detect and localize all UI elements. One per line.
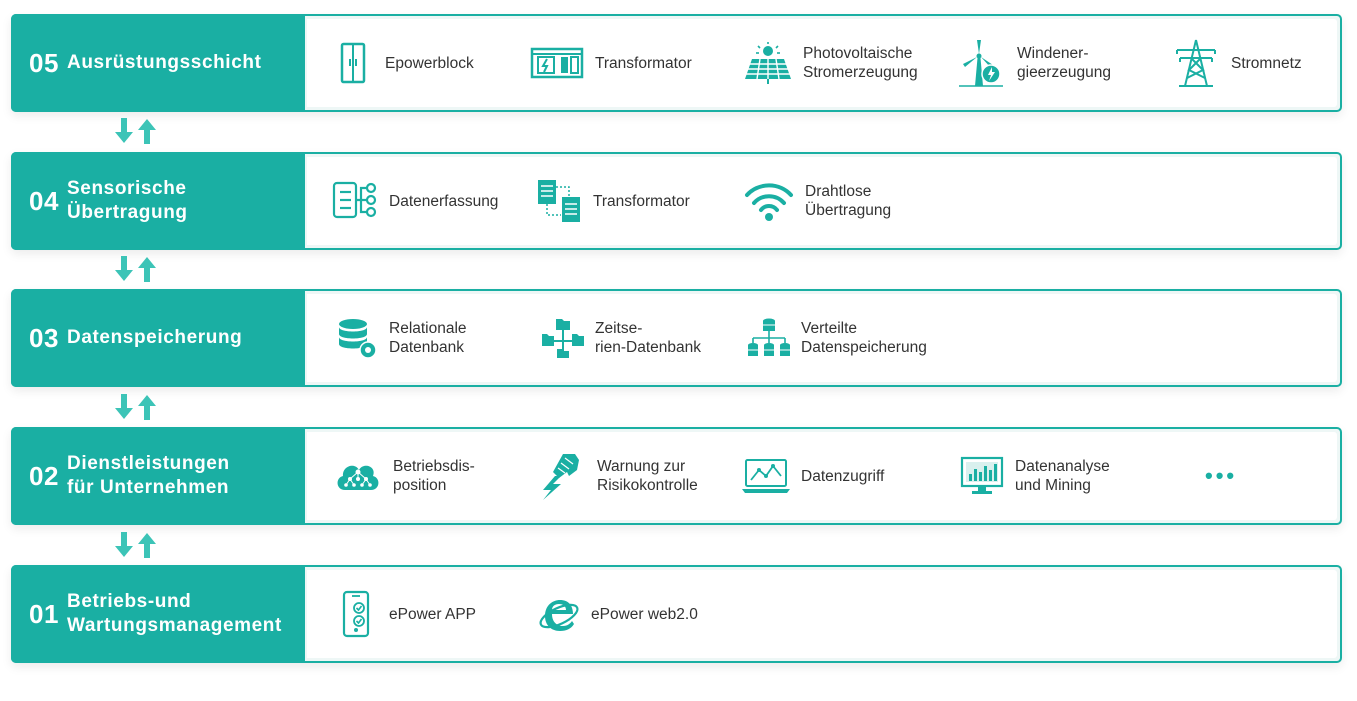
item-label: Datenzugriff (801, 467, 885, 485)
layer-items: Epowerblock Transformator (307, 19, 1337, 107)
item-timeseries-db: Zeitse- rien-Datenbank (541, 294, 701, 382)
item-label: ePower web2.0 (591, 605, 698, 623)
item-doc-transfer: Transformator (535, 157, 690, 245)
item-label: ePower APP (389, 605, 477, 623)
layer-connector-arrows (111, 530, 159, 560)
item-label: Photovoltaische Stromerzeugung (803, 45, 918, 81)
layer-number: 02 (29, 460, 59, 491)
layer-01: 01 Betriebs-und Wartungsmanagement ePowe… (11, 565, 1342, 663)
item-grid: Stromnetz (1171, 19, 1302, 107)
item-wireless: Drahtlose Übertragung (743, 157, 891, 245)
layer-items: Betriebsdis- position Warnung zur Risiko… (307, 432, 1337, 520)
item-label: Verteilte Datenspeicherung (801, 320, 927, 356)
item-label: Transformator (593, 192, 690, 210)
layer-connector-arrows (111, 116, 159, 146)
item-risk-warning: Warnung zur Risikokontrolle (537, 432, 698, 520)
layer-connector-arrows (111, 254, 159, 284)
layer-04: 04 Sensorische Übertragung Datenerfassun… (11, 152, 1342, 250)
item-data-access: Datenzugriff (741, 432, 884, 520)
item-operations-dispatch: Betriebsdis- position (333, 432, 475, 520)
item-data-mining: Datenanalyse und Mining (959, 432, 1110, 520)
solar-panel-icon (745, 42, 791, 84)
item-relational-db: Relationale Datenbank (335, 294, 467, 382)
transformer-box-icon (530, 47, 584, 79)
item-label: Warnung zur Risikokontrolle (597, 458, 698, 494)
layer-03: 03 Datenspeicherung Relationale Datenban… (11, 289, 1342, 387)
layer-number: 05 (29, 47, 59, 78)
item-data-collection: Datenerfassung (331, 157, 498, 245)
layer-header: 04 Sensorische Übertragung (11, 152, 305, 250)
item-label: Transformator (595, 54, 692, 72)
item-label: Epowerblock (385, 54, 474, 72)
monitor-chart-icon (960, 456, 1004, 494)
item-epower-app: ePower APP (335, 570, 476, 658)
item-label: Drahtlose Übertragung (805, 183, 892, 219)
lightning-fist-icon (543, 454, 579, 500)
power-tower-icon (1176, 39, 1216, 87)
layer-title: Sensorische Übertragung (67, 178, 188, 223)
wind-turbine-icon (959, 40, 1003, 87)
layer-header: 03 Datenspeicherung (11, 289, 305, 387)
item-label: Relationale Datenbank (389, 320, 467, 356)
mobile-app-icon (342, 590, 370, 638)
layer-title: Datenspeicherung (67, 327, 243, 348)
cabinet-icon (340, 42, 366, 84)
item-label: Windener- gieerzeugung (1017, 45, 1111, 81)
layer-number: 04 (29, 185, 59, 216)
item-label: Betriebsdis- position (393, 458, 475, 494)
item-label: Zeitse- rien-Datenbank (595, 320, 701, 356)
layer-connector-arrows (111, 392, 159, 422)
item-transformator: Transformator (529, 19, 692, 107)
item-epowerblock: Epowerblock (331, 19, 474, 107)
item-wind: Windener- gieerzeugung (957, 19, 1111, 107)
layer-number: 03 (29, 322, 59, 353)
data-collection-icon (332, 181, 377, 219)
database-gear-icon (339, 319, 377, 359)
layer-02: 02 Dienstleistungen für Unternehmen Betr… (11, 427, 1342, 525)
layer-items: Relationale Datenbank Zeitse- rien-Daten… (307, 294, 1337, 382)
item-photovoltaics: Photovoltaische Stromerzeugung (743, 19, 918, 107)
item-epower-web: ePower web2.0 (537, 570, 698, 658)
layer-number: 01 (29, 598, 59, 629)
browser-e-icon (539, 600, 579, 631)
layer-header: 05 Ausrüstungsschicht (11, 14, 305, 112)
layer-title: Betriebs-und Wartungsmanagement (67, 591, 282, 636)
wifi-icon (745, 183, 793, 221)
item-label: Stromnetz (1231, 54, 1302, 72)
more-ellipsis: ••• (1205, 463, 1238, 488)
layer-items: Datenerfassung Transformator Drahtlose Ü… (307, 157, 1337, 245)
layer-05: 05 Ausrüstungsschicht Epowerblock Transf… (11, 14, 1342, 112)
layer-items: ePower APP ePower web2.0 (307, 570, 1337, 658)
layer-title: Ausrüstungsschicht (67, 52, 262, 73)
distributed-database-icon (748, 318, 790, 356)
item-label: Datenerfassung (389, 192, 499, 210)
layer-header: 01 Betriebs-und Wartungsmanagement (11, 565, 305, 663)
item-label: Datenanalyse und Mining (1015, 458, 1110, 494)
laptop-chart-icon (742, 459, 790, 493)
document-transfer-icon (538, 180, 580, 222)
layer-header: 02 Dienstleistungen für Unternehmen (11, 427, 305, 525)
layer-title: Dienstleistungen für Unternehmen (67, 453, 230, 498)
network-folders-icon (542, 319, 584, 358)
cloud-network-icon (337, 465, 379, 490)
item-distributed-storage: Verteilte Datenspeicherung (747, 294, 927, 382)
